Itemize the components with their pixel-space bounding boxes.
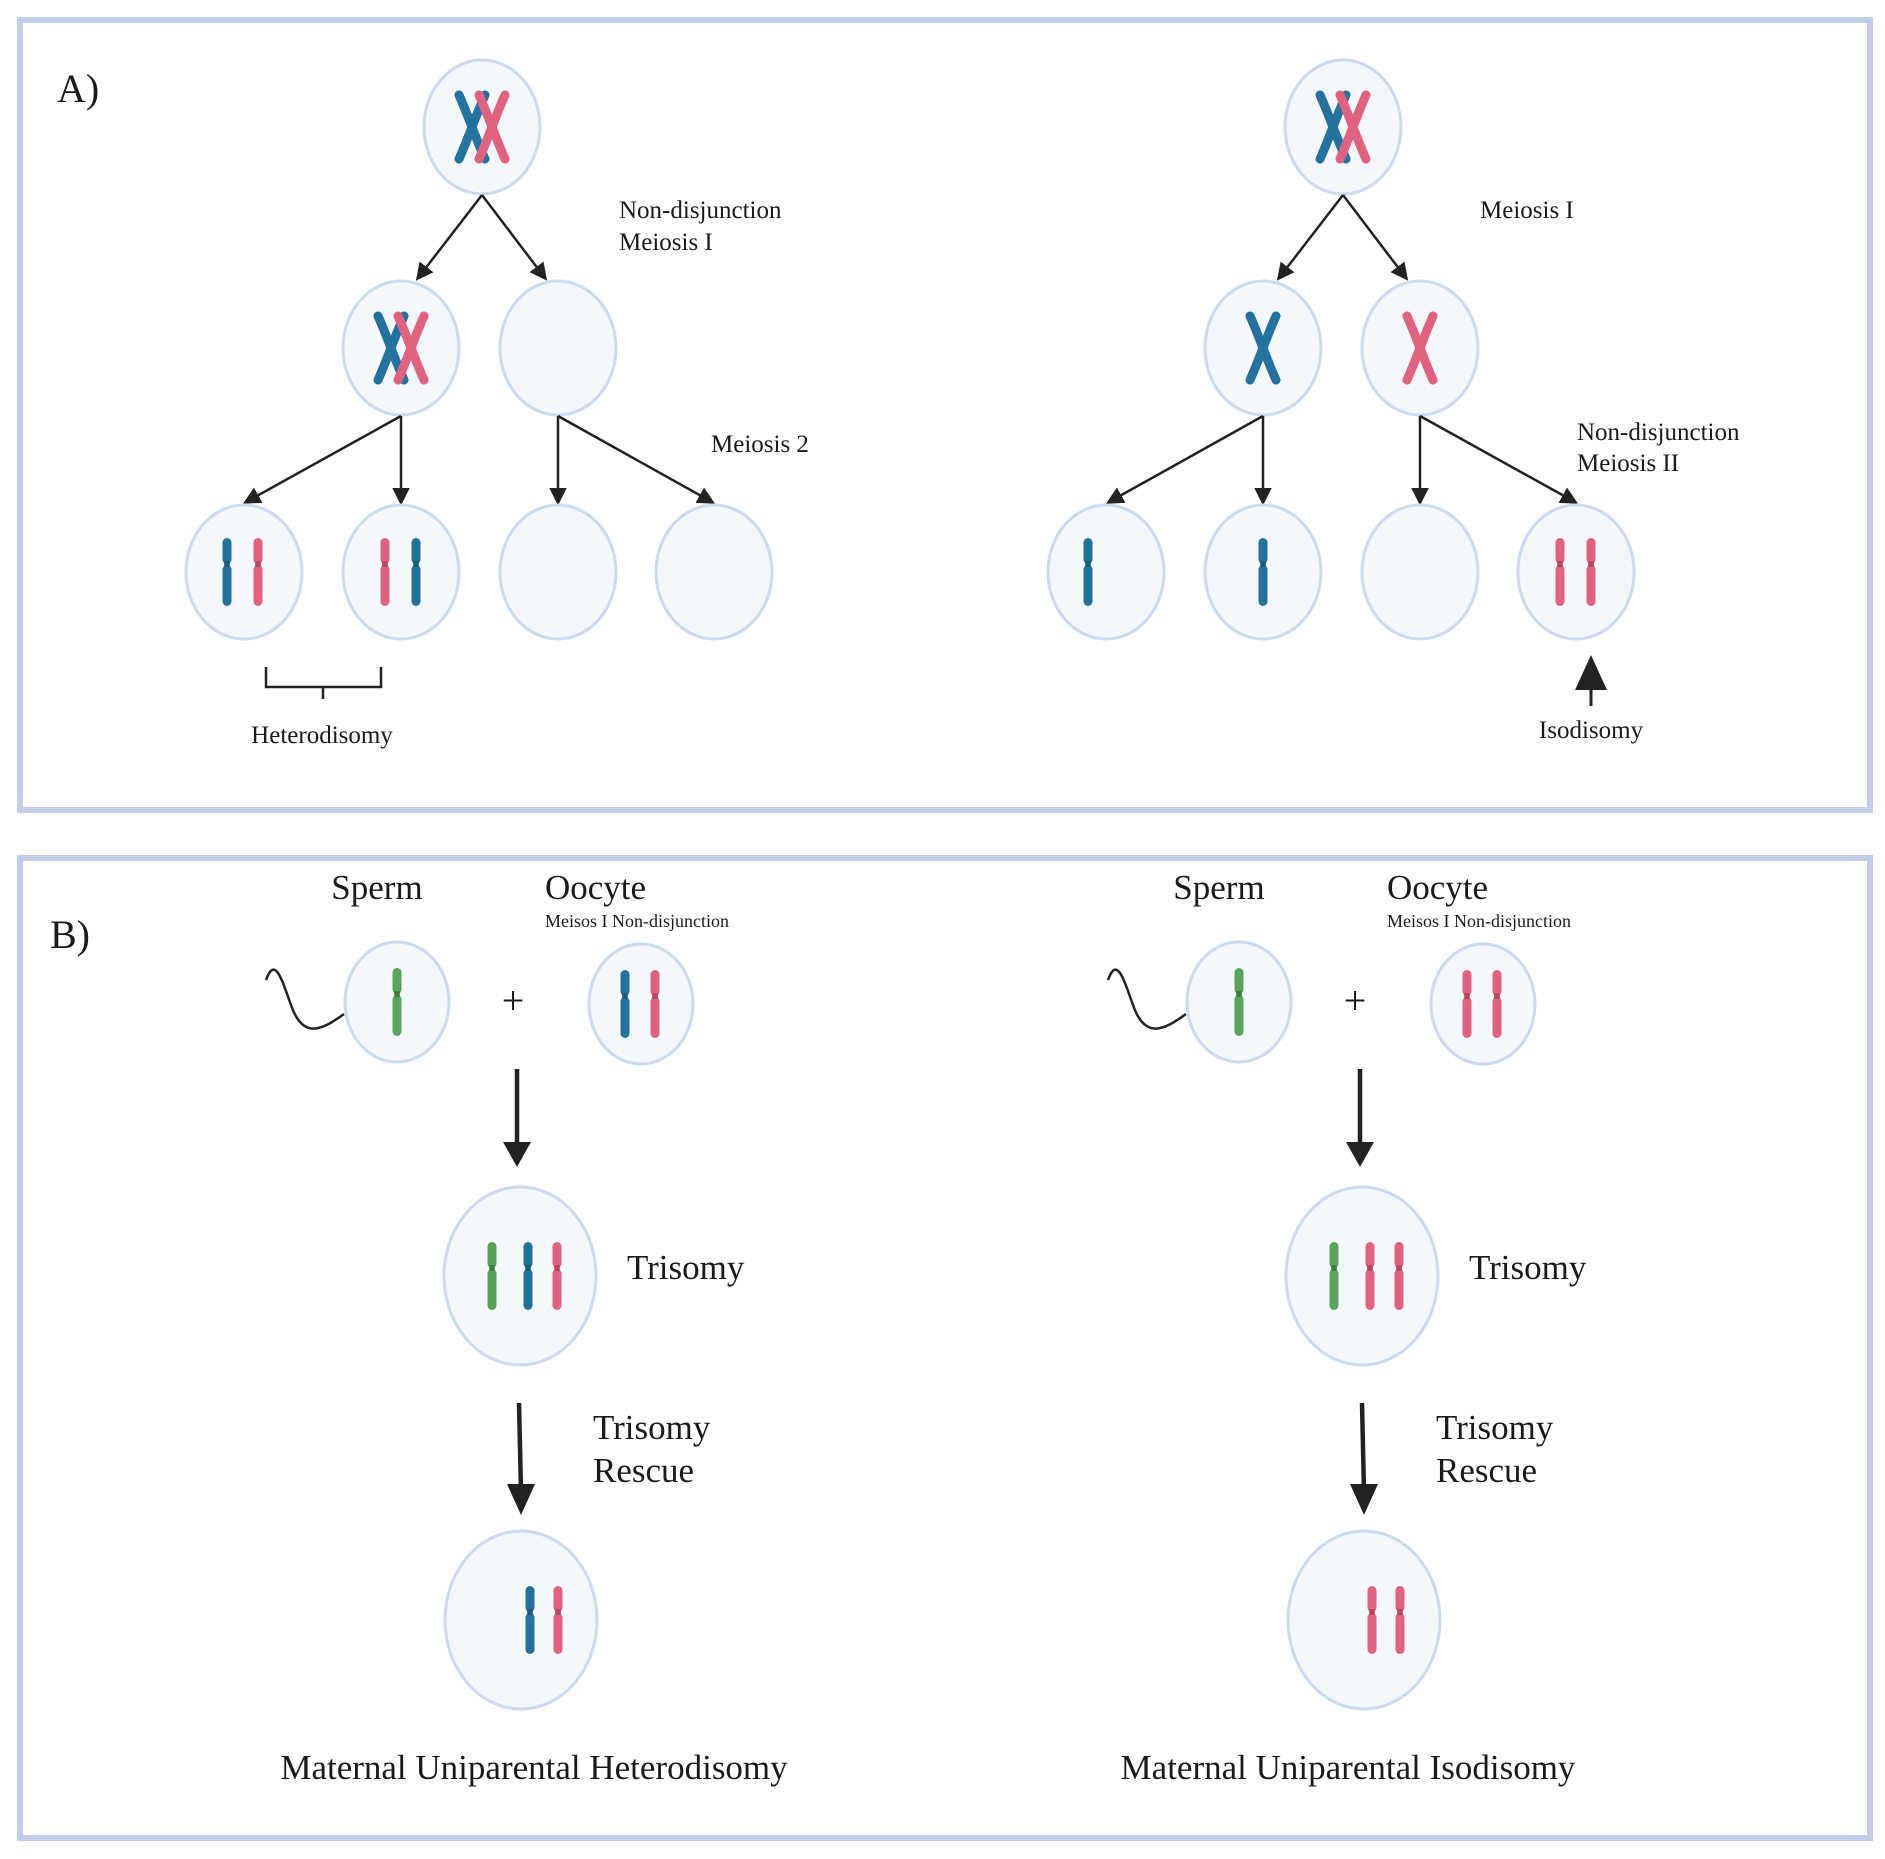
blue-chromosome (523, 1242, 533, 1310)
pink-chromosome (1365, 1242, 1375, 1310)
trisomy-cell (1284, 1185, 1440, 1367)
blue-chromosome (1083, 538, 1093, 606)
panel-a-left-tree (184, 58, 774, 699)
sperm-label: Sperm (1173, 868, 1264, 907)
pink-chromosome (1462, 970, 1472, 1038)
pink-chromosome (380, 538, 390, 606)
pink-chromosome (1395, 1586, 1405, 1654)
arrowhead (507, 1484, 535, 1515)
meiosis-1-label: Meiosis I (1480, 197, 1574, 224)
trisomy-label: Trisomy (627, 1248, 745, 1287)
non-disjunction-label: Non-disjunction (1577, 419, 1740, 446)
sperm-tail (1106, 968, 1187, 1030)
heterodisomy-label: Heterodisomy (251, 722, 393, 749)
panel-a-frame (17, 17, 1873, 813)
heterodisomy-bracket (264, 667, 383, 699)
green-chromosome (1234, 968, 1244, 1036)
sperm-label: Sperm (331, 868, 422, 907)
arrow (557, 414, 716, 504)
panel-b-label: B) (50, 912, 90, 957)
plus-sign: + (502, 978, 525, 1023)
arrow (415, 194, 483, 281)
pink-chromosome (1367, 1586, 1377, 1654)
panel-b-left-column (264, 940, 695, 1711)
arrow (242, 414, 402, 504)
trisomy-rescue-label: Trisomy (1436, 1408, 1554, 1447)
arrowhead (1346, 1142, 1374, 1167)
trisomy-rescue-label: Rescue (593, 1451, 694, 1490)
empty-gamete-cell (498, 503, 618, 641)
oocyte-label: Oocyte (545, 868, 646, 907)
green-chromosome (1329, 1242, 1339, 1310)
rescued-cell (1286, 1529, 1442, 1711)
meiosis-2-label: Meiosis 2 (711, 431, 809, 458)
pink-chromosome (1394, 1242, 1404, 1310)
pink-chromosome (553, 1586, 563, 1654)
meiosis-2-label: Meiosis II (1577, 450, 1679, 477)
panel-b-right-column (1106, 940, 1537, 1711)
arrow (1342, 194, 1409, 281)
arrowhead (1350, 1484, 1378, 1515)
oocyte-cell (587, 942, 695, 1066)
pink-chromosome (1492, 970, 1502, 1038)
sperm-tail (264, 968, 345, 1030)
heterodisomy-outcome: Maternal Uniparental Heterodisomy (280, 1748, 788, 1787)
rescue-arrow (1359, 1402, 1367, 1493)
green-chromosome (487, 1242, 497, 1310)
oocyte-cell (1429, 942, 1537, 1066)
meiosis-1-label: Meiosis I (619, 229, 713, 256)
blue-chromosome (222, 538, 232, 606)
pink-chromosome (650, 970, 660, 1038)
gamete-cell (341, 503, 461, 641)
panel-a-right-tree (1046, 58, 1636, 706)
pink-chromosome (552, 1242, 562, 1310)
oocyte-label: Oocyte (1387, 868, 1488, 907)
pink-chromosome (253, 538, 263, 606)
gamete-cell (184, 503, 304, 641)
blue-chromosome (525, 1586, 535, 1654)
trisomy-rescue-label: Trisomy (593, 1408, 711, 1447)
daughter-cell (341, 279, 461, 417)
arrow (1276, 194, 1344, 281)
gamete-cell (1516, 503, 1636, 641)
trisomy-cell (442, 1185, 598, 1367)
panel-b-frame (17, 855, 1873, 1841)
trisomy-rescue-label: Rescue (1436, 1451, 1537, 1490)
arrow (481, 194, 548, 281)
trisomy-label: Trisomy (1469, 1248, 1587, 1287)
non-disjunction-label: Non-disjunction (619, 197, 782, 224)
empty-gamete-cell (1360, 503, 1480, 641)
parent-cell (422, 58, 542, 196)
plus-sign: + (1344, 978, 1367, 1023)
pink-chromosome (1555, 538, 1565, 606)
blue-chromosome (411, 538, 421, 606)
gamete-cell (1046, 503, 1166, 641)
isodisomy-arrowhead (1575, 655, 1607, 690)
pink-chromosome (1586, 538, 1596, 606)
rescued-cell (443, 1529, 599, 1711)
oocyte-note: Meisos I Non-disjunction (545, 911, 729, 931)
blue-chromosome (1258, 538, 1268, 606)
oocyte-note: Meisos I Non-disjunction (1387, 911, 1571, 931)
arrow (1419, 414, 1579, 504)
arrowhead (503, 1142, 531, 1167)
empty-gamete-cell (654, 503, 774, 641)
parent-cell (1283, 58, 1403, 196)
arrow (1105, 414, 1264, 504)
isodisomy-outcome: Maternal Uniparental Isodisomy (1121, 1748, 1576, 1787)
empty-daughter-cell (498, 279, 618, 417)
green-chromosome (392, 968, 402, 1036)
rescue-arrow (516, 1402, 524, 1493)
isodisomy-label: Isodisomy (1539, 717, 1644, 744)
panel-a-label: A) (57, 66, 99, 111)
blue-chromosome (620, 970, 630, 1038)
